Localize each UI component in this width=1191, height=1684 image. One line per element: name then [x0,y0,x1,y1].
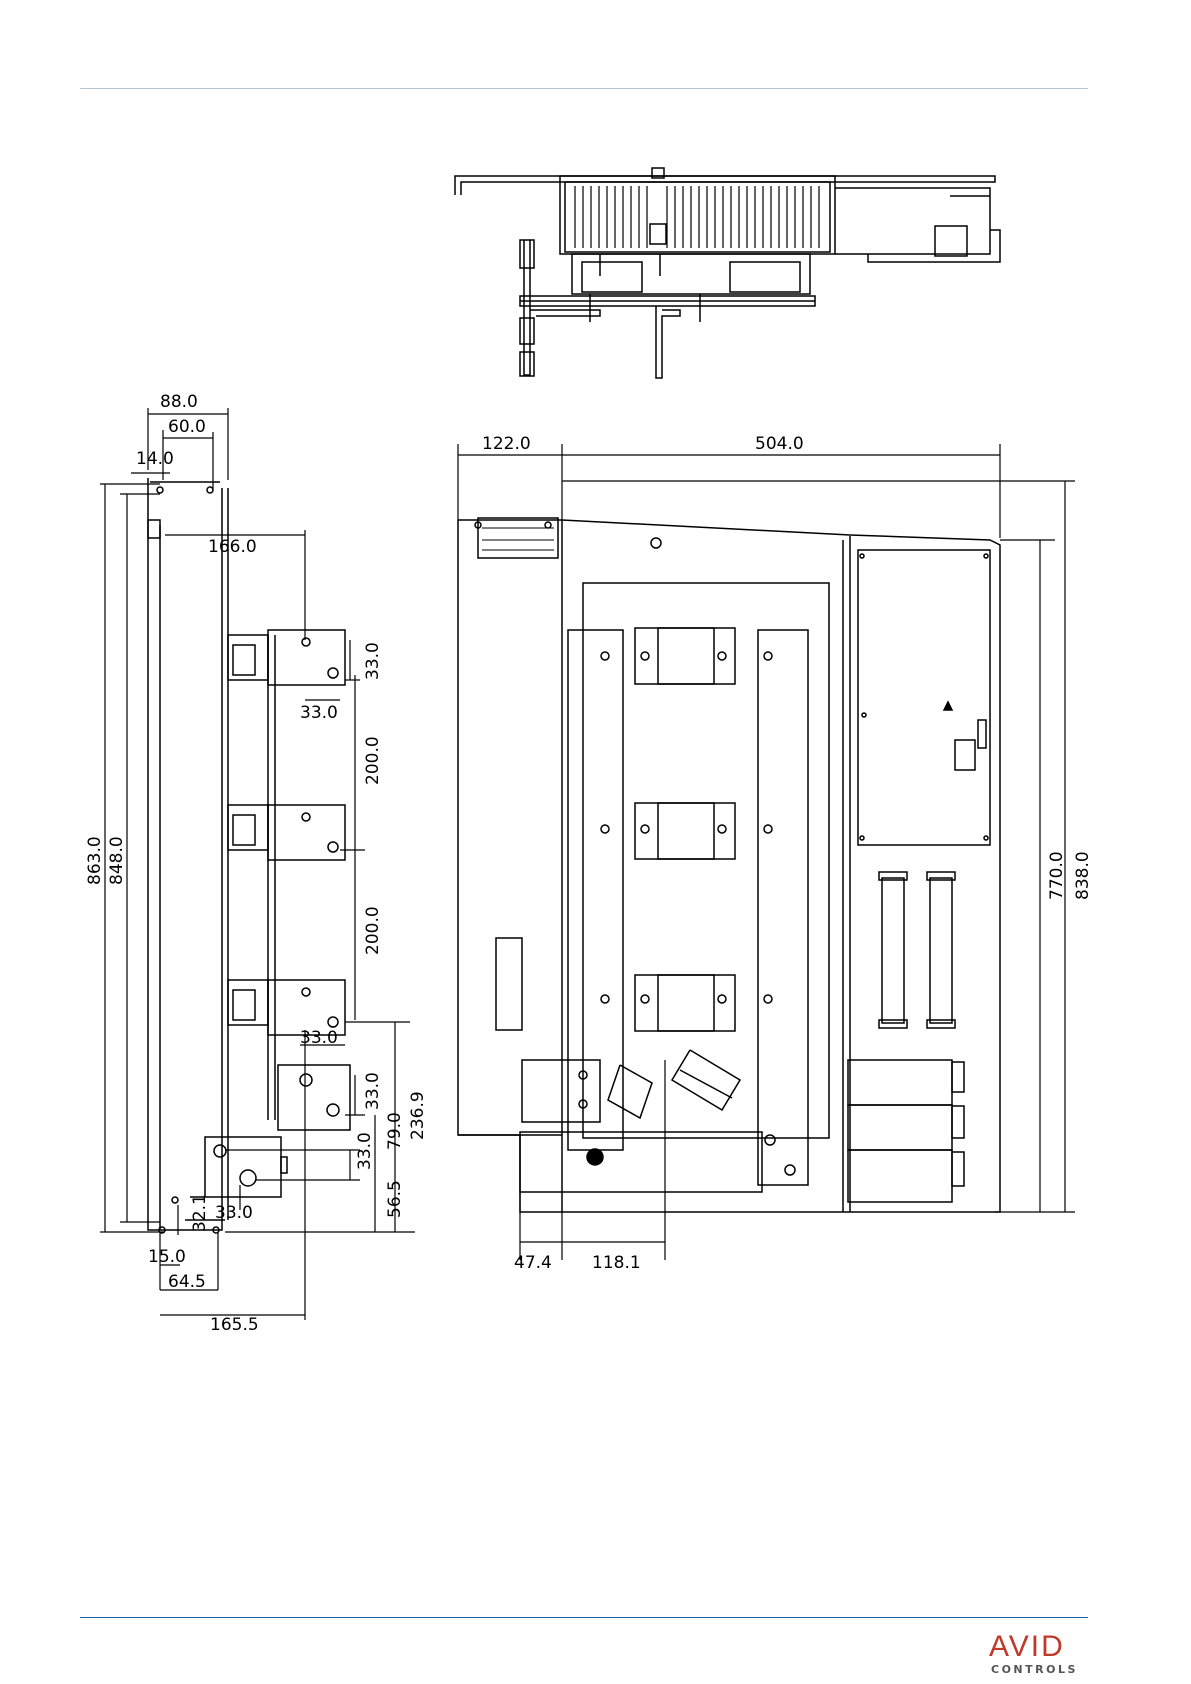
dim-79: 79.0 [385,1112,405,1150]
dim-60: 60.0 [168,417,206,437]
dim-504: 504.0 [755,434,804,454]
dimension-labels: 88.0 60.0 14.0 166.0 863.0 848.0 33.0 33… [85,392,1093,1335]
dim-56: 56.5 [385,1180,405,1218]
front-view [458,518,1000,1212]
dim-bottom-33: 33.0 [215,1203,253,1223]
avid-logo-subtitle: CONTROLS [991,1663,1078,1676]
dim-848: 848.0 [107,836,127,885]
footer-rule [80,1617,1088,1618]
dim-122: 122.0 [482,434,531,454]
dim-15: 15.0 [148,1247,186,1267]
dim-term-33-v: 33.0 [363,1072,383,1110]
top-view [455,168,1000,378]
dim-200-b: 200.0 [363,906,383,955]
dim-770: 770.0 [1047,851,1067,900]
avid-logo: AVID [989,1630,1065,1664]
dim-838: 838.0 [1073,851,1093,900]
dim-term-33-h: 33.0 [300,1028,338,1048]
dim-166: 166.0 [208,537,257,557]
side-view [148,478,350,1233]
dim-118: 118.1 [592,1253,641,1273]
dim-33-h: 33.0 [300,703,338,723]
dim-863: 863.0 [85,836,105,885]
dim-165: 165.5 [210,1315,259,1335]
dim-64: 64.5 [168,1272,206,1292]
dim-88: 88.0 [160,392,198,412]
dim-236: 236.9 [408,1091,428,1140]
dim-term2-33-v: 33.0 [355,1132,375,1170]
dim-47: 47.4 [514,1253,552,1273]
dim-14: 14.0 [136,449,174,469]
dim-33-v: 33.0 [363,642,383,680]
dim-32: 32.1 [190,1194,210,1232]
dim-200-a: 200.0 [363,736,383,785]
